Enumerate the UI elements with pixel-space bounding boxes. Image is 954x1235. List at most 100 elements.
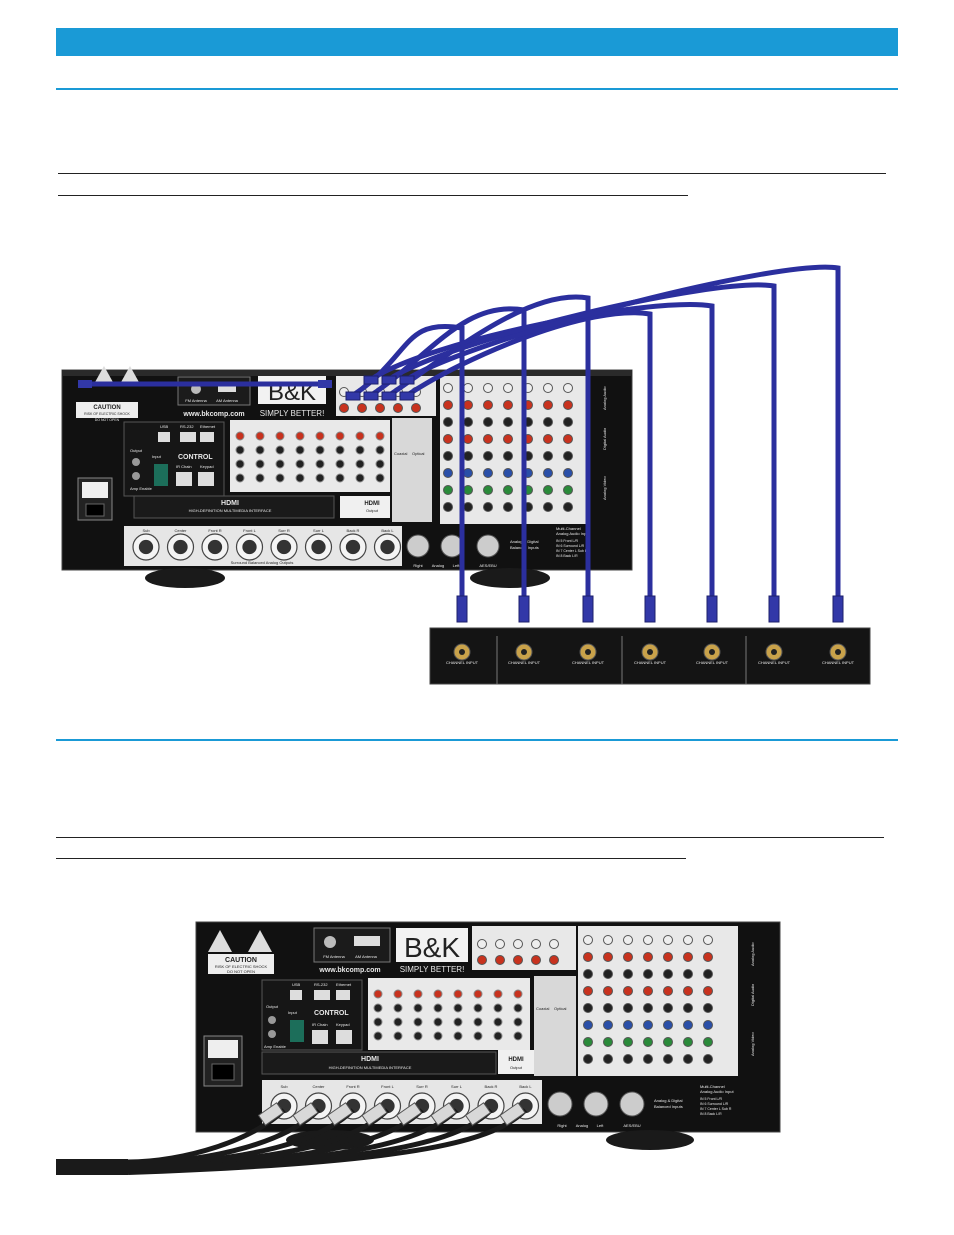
mc-line-3: IN 7 Center L Sub R bbox=[700, 1107, 732, 1111]
bk-logo bbox=[396, 928, 468, 962]
xlr-plug bbox=[430, 1102, 457, 1126]
rca-jack bbox=[543, 383, 553, 393]
xlr-label: Back R bbox=[485, 1084, 498, 1089]
rca-jack bbox=[443, 502, 453, 512]
rca-jack bbox=[583, 952, 593, 962]
rca-jack bbox=[623, 986, 633, 996]
rca-jack bbox=[623, 1020, 633, 1030]
rca-jack bbox=[443, 485, 453, 495]
rca-jack bbox=[583, 1037, 593, 1047]
amp-channel-input-core bbox=[709, 649, 715, 655]
usb-label: USB bbox=[292, 982, 301, 987]
rca-jack bbox=[583, 1054, 593, 1064]
rca-jack bbox=[275, 431, 285, 441]
rca-jack bbox=[663, 986, 673, 996]
amp-channel-input-core bbox=[647, 649, 653, 655]
rca-jack bbox=[413, 1031, 423, 1041]
caution-label: CAUTION bbox=[93, 405, 120, 411]
analog-left-label: Left bbox=[597, 1123, 605, 1128]
side-label-digital-audio: Digital Audio bbox=[602, 427, 607, 450]
surround-outputs-label: Surround Outputs bbox=[376, 416, 408, 421]
bk-logo bbox=[258, 376, 326, 404]
rca-cable bbox=[403, 264, 841, 603]
analog-left-label: Left bbox=[453, 563, 461, 568]
rca-jack bbox=[373, 989, 383, 999]
rca-jack bbox=[355, 431, 365, 441]
aes-label: AES/EBU bbox=[479, 563, 496, 568]
rca-jack bbox=[503, 400, 513, 410]
rca-jack bbox=[513, 1003, 523, 1013]
rca-jack bbox=[483, 417, 493, 427]
side-label-analog-video: Analog Video bbox=[750, 1032, 755, 1057]
rca-jack bbox=[623, 969, 633, 979]
amp-channel-input-label: CHANNEL INPUT bbox=[508, 660, 541, 665]
analog-audio-input-label: Analog Audio Input bbox=[556, 531, 590, 536]
rca-jack bbox=[375, 403, 385, 413]
caution-label: CAUTION bbox=[225, 957, 257, 964]
xlr-jack-core bbox=[380, 539, 395, 555]
rca-jack bbox=[543, 468, 553, 478]
rca-jack bbox=[473, 1031, 483, 1041]
rca-plug bbox=[832, 595, 844, 623]
fm-antenna-label: FM Antenna bbox=[323, 954, 345, 959]
rca-input-grid bbox=[368, 978, 530, 1050]
rca-jack bbox=[663, 1054, 673, 1064]
amp-enable-label: Amp Enable bbox=[264, 1044, 287, 1049]
mc-line-2: IN 6 Surround L/R bbox=[556, 544, 585, 548]
analog-label: Analog bbox=[576, 1123, 588, 1128]
cable-plug bbox=[318, 380, 332, 388]
rca-jack bbox=[603, 952, 613, 962]
rca-jack bbox=[375, 431, 385, 441]
rca-jack bbox=[335, 459, 345, 469]
xlr-label: Front L bbox=[243, 528, 256, 533]
rca-jack bbox=[295, 445, 305, 455]
website-label: www.bkcomp.com bbox=[182, 411, 244, 418]
xlr-cables bbox=[127, 1102, 528, 1175]
usb-label: USB bbox=[160, 424, 169, 429]
rca-jack bbox=[373, 1017, 383, 1027]
rca-jack bbox=[255, 431, 265, 441]
caution-sub2: DO NOT OPEN bbox=[227, 969, 255, 974]
xlr-label: Center bbox=[312, 1084, 325, 1089]
amp-channel-input-core bbox=[521, 649, 527, 655]
rca-jack bbox=[543, 417, 553, 427]
rs232-label: RS-232 bbox=[314, 982, 328, 987]
rca-jack bbox=[603, 969, 613, 979]
rca-jack bbox=[583, 1020, 593, 1030]
rca-jack bbox=[413, 989, 423, 999]
header-bar bbox=[56, 28, 898, 56]
rca-jack bbox=[355, 459, 365, 469]
rca-jack bbox=[603, 1020, 613, 1030]
rca-jack bbox=[623, 935, 633, 945]
hdmi-interface-label: HIGH-DEFINITION MULTIMEDIA INTERFACE bbox=[189, 508, 272, 513]
rca-jack bbox=[513, 939, 523, 949]
rca-plug bbox=[363, 375, 379, 385]
hdmi-output-label: Output bbox=[366, 508, 379, 513]
xlr-label: Front L bbox=[381, 1084, 394, 1089]
rca-jack bbox=[443, 434, 453, 444]
rca-jack bbox=[513, 989, 523, 999]
rca-plug bbox=[706, 595, 718, 623]
rca-jack bbox=[563, 485, 573, 495]
analog-digital-label: Analog & Digital bbox=[654, 1098, 683, 1103]
rca-jack bbox=[295, 431, 305, 441]
rca-jack bbox=[443, 383, 453, 393]
rca-jack bbox=[443, 468, 453, 478]
rca-output-block bbox=[472, 926, 576, 970]
rca-jack bbox=[453, 1003, 463, 1013]
rca-jack bbox=[683, 969, 693, 979]
rca-jack bbox=[603, 986, 613, 996]
rca-jack bbox=[339, 403, 349, 413]
rca-jack bbox=[493, 1003, 503, 1013]
analog-right-label: Right bbox=[413, 563, 423, 568]
hdmi-output-logo: HDMI bbox=[364, 501, 380, 507]
rca-jack bbox=[493, 1031, 503, 1041]
rca-jack bbox=[643, 1020, 653, 1030]
rca-jack bbox=[563, 383, 573, 393]
output-label: Output bbox=[266, 1004, 279, 1009]
rca-jack bbox=[663, 952, 673, 962]
rca-jack bbox=[235, 445, 245, 455]
input-label: Input bbox=[288, 1010, 298, 1015]
rca-plug bbox=[399, 375, 415, 385]
